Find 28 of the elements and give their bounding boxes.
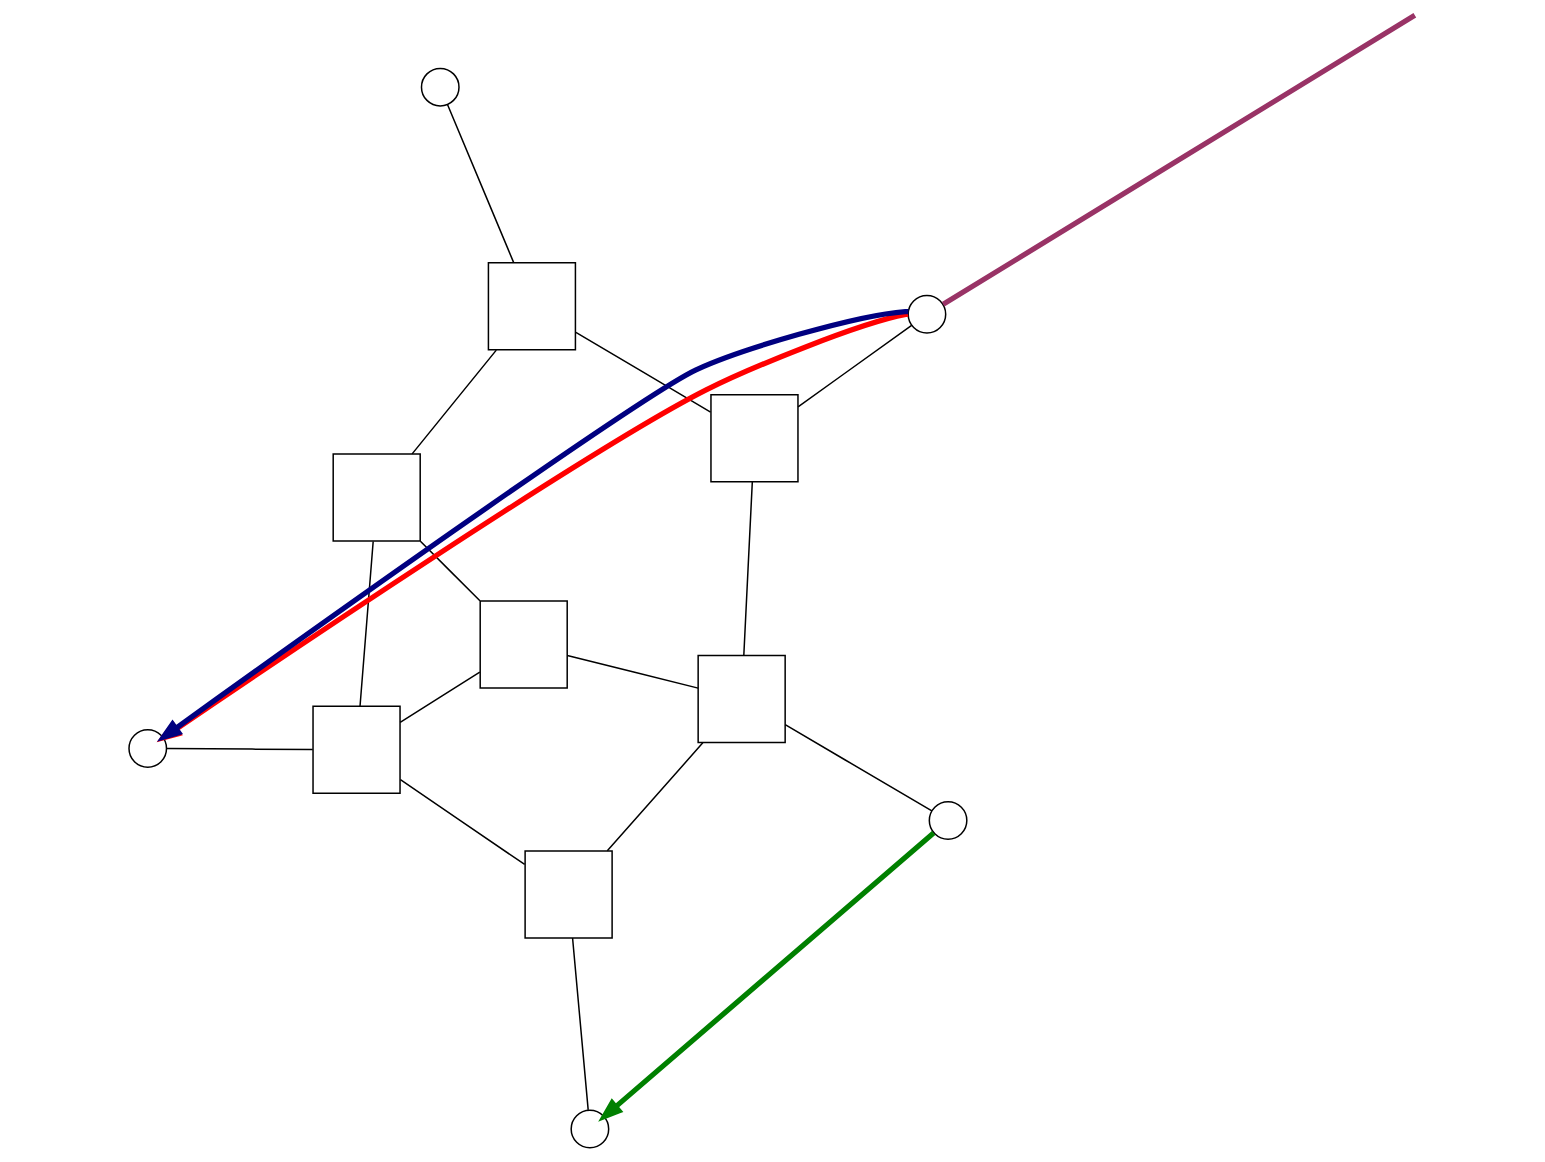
connector	[784, 723, 933, 812]
connector	[941, 13, 1417, 307]
connector	[566, 654, 699, 689]
node-circle	[928, 801, 968, 840]
node-box	[710, 394, 799, 483]
node-circle	[420, 67, 460, 107]
node-box	[312, 705, 401, 795]
node-box	[332, 453, 421, 542]
node-box	[524, 850, 613, 939]
node-circle	[907, 294, 947, 334]
connector	[743, 481, 754, 656]
connector	[606, 742, 704, 852]
connector	[399, 671, 481, 724]
node-circle	[570, 1109, 610, 1149]
connector	[411, 349, 498, 455]
connector	[571, 937, 589, 1111]
node-box	[697, 654, 786, 744]
connector	[575, 331, 712, 413]
connector	[399, 779, 526, 866]
arrow	[598, 831, 936, 1122]
connector	[359, 540, 374, 707]
node-box	[487, 261, 577, 351]
node-box	[479, 600, 568, 689]
connector	[446, 103, 515, 264]
connector	[166, 747, 314, 751]
connector	[419, 540, 481, 602]
connector	[797, 324, 913, 408]
node-circle	[128, 728, 168, 768]
